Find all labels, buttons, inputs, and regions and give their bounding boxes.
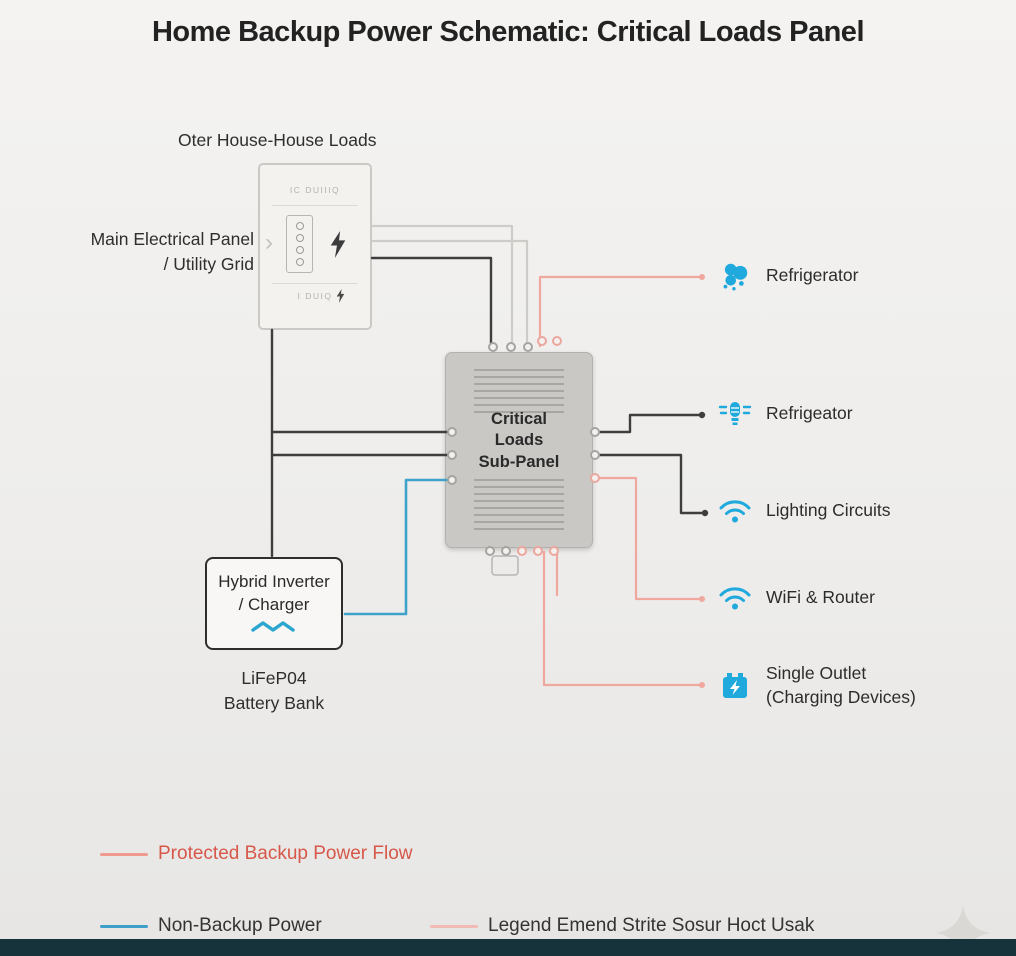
main-electrical-panel: IC DUIIIQ › I DUIQ (258, 163, 372, 330)
load-lighting-circuits: Lighting Circuits (716, 498, 891, 524)
wire-light-1 (370, 224, 514, 351)
wire-to-refrigerator (538, 275, 702, 348)
panel-micro-text-top: IC DUIIIQ (289, 185, 341, 195)
sub-panel-label: Critical Loads Sub-Panel (478, 410, 560, 471)
wire-to-single-outlet (542, 550, 702, 687)
wire-light-2 (370, 239, 529, 351)
panel-divider (272, 283, 358, 284)
page-title: Home Backup Power Schematic: Critical Lo… (151, 16, 865, 48)
breaker-dot (295, 234, 304, 242)
load-label: WiFi & Router (766, 587, 875, 608)
lightning-bolt-icon (330, 231, 346, 263)
wire-to-wifi-router (593, 476, 702, 601)
snowflake-icon (716, 260, 754, 292)
wire-to-refrigeator (593, 413, 702, 434)
load-label: Single Outlet (Charging Devices) (766, 663, 916, 707)
load-refrigerator: Refrigerator (716, 260, 858, 292)
chevron-right-icon: › (265, 229, 273, 256)
legend-label: Non-Backup Power (158, 915, 322, 936)
wifi-icon (716, 585, 754, 611)
breaker-column (286, 215, 313, 273)
breaker-dot (295, 246, 304, 254)
load-label: Refrigerator (766, 265, 859, 286)
inverter-label: Hybrid Inverter / Charger (218, 572, 330, 614)
legend-label: Legend Emend Strite Sosur Hoct Usak (488, 915, 815, 936)
wire-to-lighting (593, 453, 705, 515)
vent-grille-bottom (474, 479, 564, 531)
main-panel-label: Main Electrical Panel / Utility Grid (90, 229, 254, 274)
battery-icon (716, 671, 754, 701)
load-single-outlet: Single Outlet (Charging Devices) (716, 662, 916, 709)
wire-inverter-to-subpanel (343, 478, 452, 616)
legend-line-non-backup (100, 924, 148, 928)
critical-loads-sub-panel: Critical Loads Sub-Panel (445, 352, 593, 548)
load-label: Lighting Circuits (766, 500, 891, 521)
other-house-loads-label: Oter House-House Loads (178, 130, 377, 150)
load-wifi-router: WiFi & Router (716, 585, 875, 611)
lightbulb-icon (716, 400, 754, 428)
vent-grille-top (474, 369, 564, 415)
bottom-bar (0, 939, 1016, 956)
legend-label: Protected Backup Power Flow (158, 843, 413, 864)
legend-line-backup (100, 852, 148, 856)
breaker-dot (295, 258, 304, 266)
breaker-dot (295, 222, 304, 230)
sparkle-watermark-icon (934, 904, 992, 956)
battery-bank-label: LiFeP04 Battery Bank (223, 668, 325, 713)
sine-wave-icon (207, 619, 341, 640)
load-refrigeator: Refrigeator (716, 400, 853, 428)
lightning-bolt-small-icon (336, 289, 345, 308)
wifi-icon (716, 498, 754, 524)
legend-extra: Legend Emend Strite Sosur Hoct Usak (430, 915, 814, 937)
legend-protected-backup: Protected Backup Power Flow (100, 843, 413, 865)
subpanel-bottom-tab (491, 555, 519, 576)
wire-grid-to-subpanel (370, 256, 493, 351)
legend-line-extra (430, 924, 478, 928)
legend-non-backup: Non-Backup Power (100, 915, 322, 937)
panel-micro-text-bottom: I DUIQ (297, 291, 333, 301)
hybrid-inverter-box: Hybrid Inverter / Charger (205, 557, 343, 650)
load-label: Refrigeator (766, 403, 853, 424)
panel-divider (272, 205, 358, 206)
